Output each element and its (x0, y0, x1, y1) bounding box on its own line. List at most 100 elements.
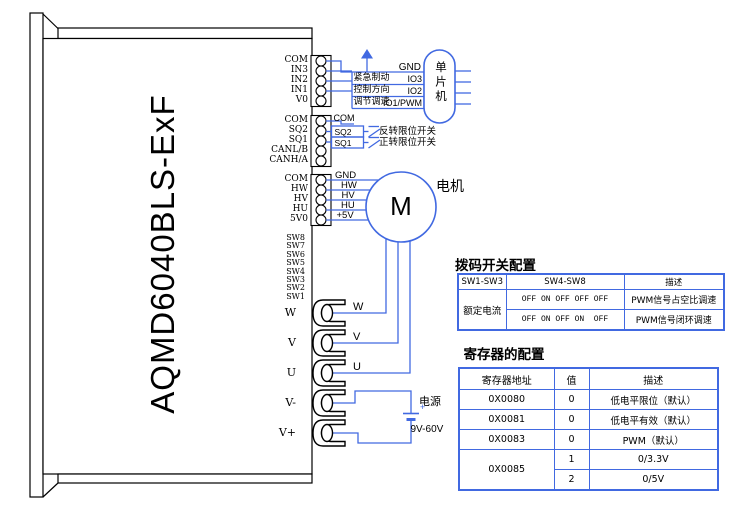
psu-label: 电源 (419, 395, 441, 408)
dip-table: SW1-SW3 SW4-SW8 描述 额定电流 OFF ON OFF OFF O… (457, 273, 725, 331)
hall-label: HW (341, 179, 357, 191)
reg-col-header: 描述 (588, 367, 719, 390)
pin-label: COM (284, 115, 308, 125)
pin-label: IN1 (290, 85, 308, 95)
controller-outline (29, 12, 313, 498)
dip-pin-label: SW1 (286, 291, 305, 301)
table-row: 2 0/5V (459, 469, 719, 491)
reg-table-title: 寄存器的配置 (463, 346, 545, 363)
pin-label: IN3 (290, 65, 308, 75)
reg-val-cell: 0 (553, 389, 590, 410)
signal-label: 控制方向 (353, 85, 390, 95)
dip-col-header: SW4-SW8 (505, 273, 625, 290)
reg-table-header-row: 寄存器地址 值 描述 (458, 367, 719, 390)
dip-pin-label: SW6 (286, 249, 305, 259)
hall-label: HV (341, 189, 355, 201)
reg-val-cell: 0 (553, 429, 590, 450)
dip-pin-label: SW4 (286, 266, 305, 276)
reg-desc-cell: 低电平有效（默认） (588, 409, 719, 430)
reg-desc-cell: 0/5V (588, 469, 719, 491)
pin-label: HU (292, 204, 308, 214)
io-label: IO1/PWM (382, 97, 422, 108)
power-pin-label: U (286, 366, 296, 379)
pin-label: HV (293, 194, 308, 204)
table-row: 额定电流 OFF ON OFF OFF OFF PWM信号占空比调速 (457, 289, 725, 331)
io-label: IO2 (407, 85, 422, 96)
hall-label: HU (341, 199, 355, 211)
power-pin-label: W (284, 306, 296, 319)
reg-addr-cell: 0X0083 (458, 429, 555, 450)
mcu-shape (423, 49, 456, 124)
pin-label: SQ2 (288, 125, 308, 135)
motor-label: 电机 (436, 179, 464, 195)
pin-label: SQ1 (288, 135, 308, 145)
reg-desc-cell: 0/3.3V (588, 449, 719, 470)
psu-plus-sign: + (420, 402, 426, 412)
mcu-label: 单片机 (434, 61, 448, 105)
pin-label: COM (284, 174, 308, 184)
hall-label: +5V (336, 209, 354, 221)
pin-label: 5V0 (290, 214, 308, 224)
table-row: 0X0085 1 0/3.3V (458, 449, 719, 491)
pin-label: HW (290, 184, 308, 194)
dip-col-header: SW1-SW3 (457, 273, 507, 290)
table-row: OFF ON OFF ON OFF PWM信号闭环调速 (458, 309, 725, 331)
terminal-blocks (310, 54, 332, 227)
pin-label: V0 (295, 95, 308, 105)
pin-label: IN2 (290, 75, 308, 85)
reg-val-cell: 2 (553, 469, 590, 491)
reg-col-header: 寄存器地址 (458, 367, 555, 390)
gnd-wire-label: GND (398, 61, 421, 73)
reg-val-cell: 1 (553, 449, 590, 470)
phase-label: W (353, 300, 364, 313)
motor-circle (365, 171, 437, 243)
table-row: 0X0083 0 PWM（默认） (458, 429, 719, 450)
vcc-arrow-icon (361, 49, 373, 59)
signal-label: 调节调速 (353, 97, 390, 107)
limit-desc: 正转限位开关 (379, 137, 437, 148)
dip-pin-label: SW3 (286, 275, 305, 284)
power-pin-label: V- (285, 396, 296, 409)
dip-table-title: 拨码开关配置 (455, 257, 536, 274)
reg-table: 寄存器地址 值 描述 0X0080 0 低电平限位（默认） 0X0081 0 低… (458, 367, 719, 491)
dip-pin-label: SW2 (286, 283, 305, 293)
pin-label: COM (284, 55, 308, 65)
dip-group-cell: 额定电流 (457, 289, 507, 331)
battery-icon (403, 412, 419, 421)
dip-pin-label: SW8 (286, 233, 305, 242)
dip-col-header: 描述 (623, 273, 725, 290)
psu-range: 9V-60V (410, 423, 444, 435)
limit-desc: 反转限位开关 (379, 126, 437, 137)
device-title: AQMD6040BLS-ExF (144, 94, 181, 414)
power-pin-label: V (288, 336, 296, 349)
dip-pin-label: SW5 (286, 258, 305, 268)
dip-desc-cell: PWM信号闭环调速 (623, 309, 725, 331)
phase-label: U (353, 360, 361, 373)
dip-sw-cell: OFF ON OFF OFF OFF (505, 289, 625, 310)
table-row: 0X0080 0 低电平限位（默认） (458, 389, 719, 410)
power-pin-label: V+ (278, 426, 296, 439)
phase-label: V (353, 330, 361, 343)
dip-table-header-row: SW1-SW3 SW4-SW8 描述 (457, 273, 725, 290)
pin-label: CANH/A (269, 155, 308, 165)
dip-pin-label: SW7 (286, 241, 305, 251)
dip-sw-cell: OFF ON OFF ON OFF (505, 309, 625, 331)
sq-tag: SQ1 (334, 137, 352, 148)
dip-desc-cell: PWM信号占空比调速 (623, 289, 725, 310)
hall-label: GND (335, 169, 357, 181)
reg-addr-cell: 0X0080 (458, 389, 555, 410)
wires (326, 56, 471, 444)
reg-addr-cell: 0X0085 (458, 449, 555, 491)
reg-desc-cell: PWM（默认） (588, 429, 719, 450)
com-wire-label: COM (333, 113, 355, 123)
pin-label: CANL/B (271, 145, 308, 155)
table-row: 0X0081 0 低电平有效（默认） (458, 409, 719, 430)
motor-symbol: M (390, 191, 412, 221)
reg-addr-cell: 0X0081 (458, 409, 555, 430)
io-label: IO3 (407, 73, 422, 84)
reg-val-cell: 0 (553, 409, 590, 430)
signal-label: 紧急制动 (353, 73, 390, 83)
reg-desc-cell: 低电平限位（默认） (588, 389, 719, 410)
